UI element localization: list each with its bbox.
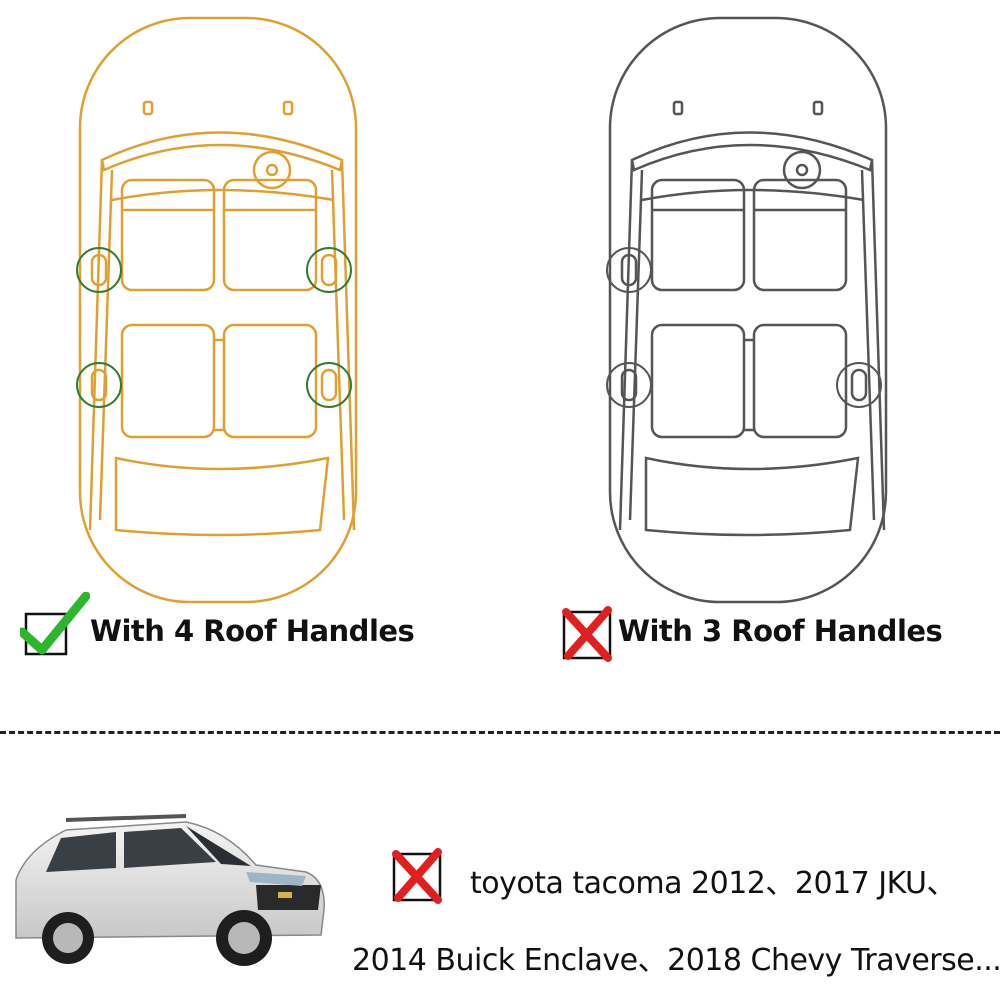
- suv-photo: [15, 814, 325, 966]
- car-top-view-3-handles: [606, 16, 888, 604]
- incompatible-label: With 3 Roof Handles: [618, 614, 943, 648]
- x-mark-icon: [562, 606, 612, 662]
- car-top-view-4-handles: [76, 16, 358, 604]
- exclusion-line-1: toyota tacoma 2012、2017 JKU、: [470, 866, 956, 901]
- check-icon: [20, 592, 90, 656]
- compatible-label: With 4 Roof Handles: [90, 614, 415, 648]
- handle-outline-circles: [606, 247, 882, 408]
- dashed-divider: [0, 731, 1000, 734]
- exclusion-line-2: 2014 Buick Enclave、2018 Chevy Traverse..…: [352, 943, 1000, 978]
- handle-highlight-circles: [76, 247, 352, 408]
- x-mark-icon: [392, 848, 442, 904]
